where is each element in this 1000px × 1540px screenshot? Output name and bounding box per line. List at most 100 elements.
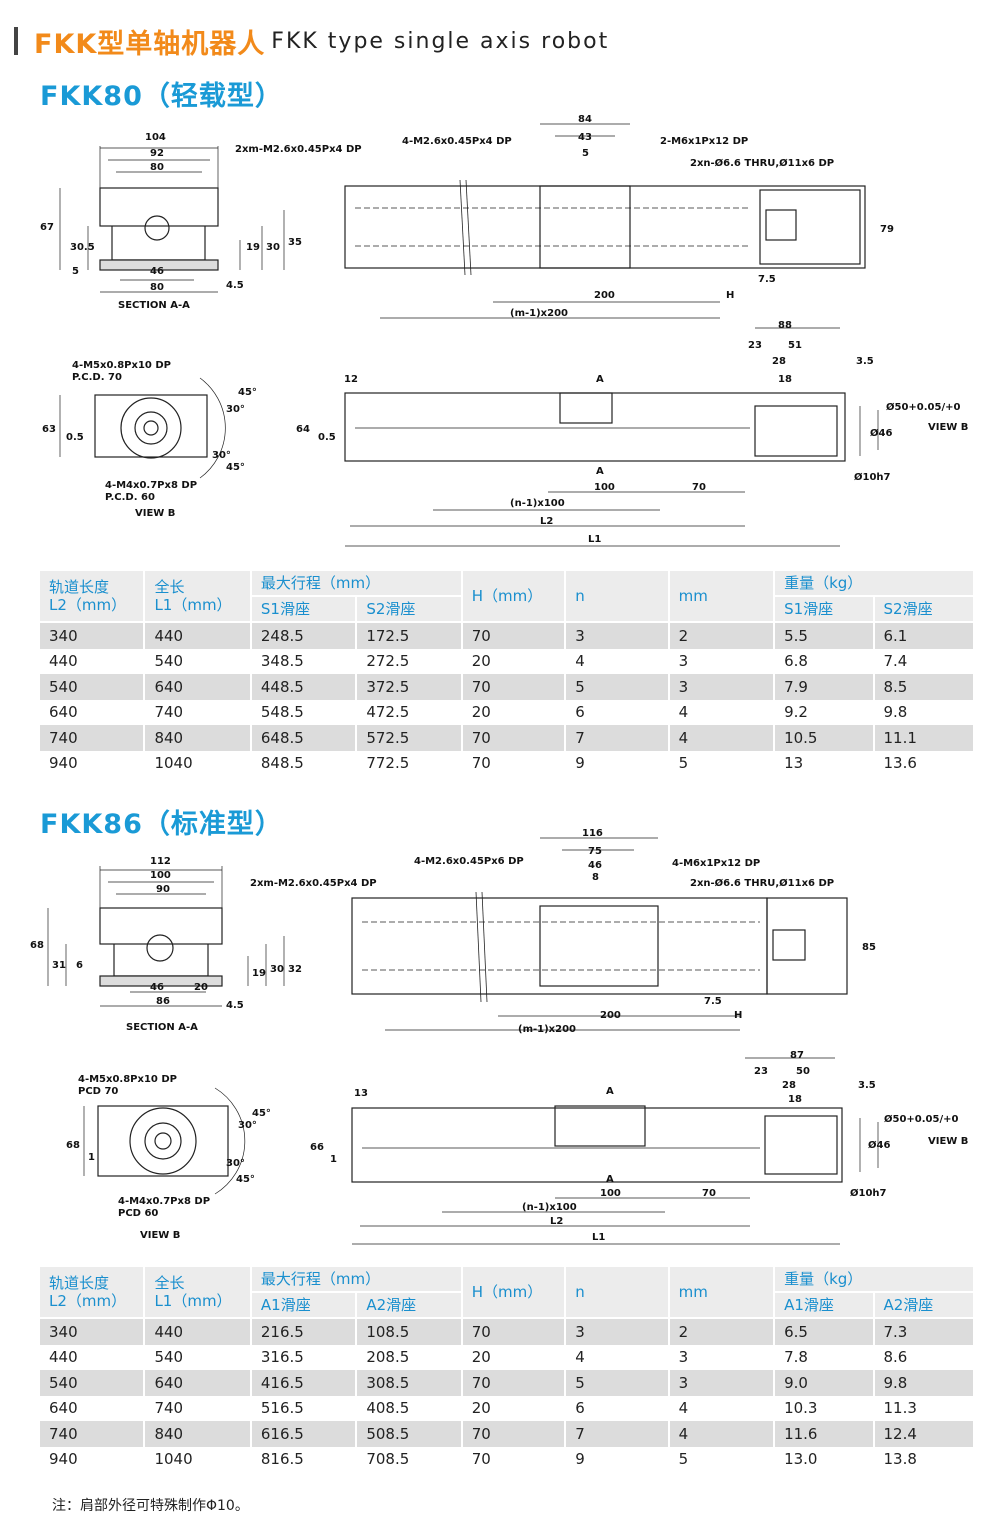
- table-cell: 11.3: [872, 1395, 975, 1421]
- fkk80-dim-0-5b: 0.5: [318, 432, 336, 443]
- table-cell: 7.3: [872, 1318, 975, 1345]
- table-cell: 640: [37, 699, 146, 725]
- fkk80-dim-4-5: 4.5: [226, 280, 244, 291]
- fkk86-dim-3-5: 3.5: [858, 1080, 876, 1091]
- table-cell: 8.5: [872, 674, 975, 700]
- table-cell: 13: [773, 750, 875, 776]
- table-cell: 508.5: [355, 1421, 463, 1447]
- table-cell: 708.5: [355, 1446, 463, 1472]
- fkk80-dim-84: 84: [578, 114, 592, 125]
- table-cell: 11.1: [872, 725, 975, 751]
- fkk86-dim-30a: 30°: [238, 1120, 257, 1131]
- fkk80-dim-5b: 5: [582, 148, 589, 159]
- fkk80-th-stroke-s1: S1滑座: [249, 595, 358, 623]
- fkk80-motor-flange: [759, 189, 861, 265]
- fkk86-th-stroke-a1: A1滑座: [249, 1291, 358, 1319]
- fkk80-th-stroke-s2: S2滑座: [355, 595, 463, 623]
- table-cell: 7.8: [773, 1344, 875, 1370]
- fkk80-dim-67: 67: [40, 222, 54, 233]
- page-header: FKK型单轴机器人 FKK type single axis robot: [14, 24, 609, 60]
- fkk80-dim-43: 43: [578, 132, 592, 143]
- fkk80-top-view: [344, 185, 866, 269]
- table-cell: 316.5: [249, 1344, 358, 1370]
- fkk80-dim-d46: Ø46: [870, 427, 892, 439]
- fkk86-top-view: [351, 897, 768, 995]
- fkk80-drawing-svg: 104 92 80 67 30.5 19 30 35 5 46 80 4.5 S…: [40, 114, 968, 547]
- fkk86-dim-85: 85: [862, 942, 876, 953]
- fkk80-dim-18: 18: [778, 374, 792, 385]
- table-cell: 1040: [143, 750, 252, 776]
- fkk80-dim-12: 12: [344, 374, 358, 385]
- table-cell: 4: [667, 699, 776, 725]
- fkk86-dim-19: 19: [252, 968, 266, 979]
- fkk86-motor-flange: [766, 897, 848, 995]
- fkk86-dim-l2: L2: [550, 1216, 563, 1227]
- fkk80-top-slider: [539, 185, 631, 269]
- table-cell: 408.5: [355, 1395, 463, 1421]
- table-cell: 648.5: [249, 725, 358, 751]
- fkk80-note-5: 4-M5x0.8Px10 DP: [72, 360, 171, 371]
- fkk86-note-6: PCD 70: [78, 1086, 118, 1097]
- table-cell: 2: [667, 1318, 776, 1345]
- fkk86-dim-d10: Ø10h7: [850, 1187, 887, 1199]
- fkk80-dim-64: 64: [296, 424, 310, 435]
- table-cell: 3: [667, 674, 776, 700]
- table-cell: 20: [460, 1344, 567, 1370]
- fkk86-section-base: [99, 975, 223, 987]
- table-cell: 216.5: [249, 1318, 358, 1345]
- fkk80-dim-a-bot: A: [596, 466, 604, 477]
- fkk86-note-3: 4-M6x1Px12 DP: [672, 858, 760, 869]
- table-cell: 20: [460, 648, 567, 674]
- fkk80-dim-28: 28: [772, 356, 786, 367]
- table-cell: 9.0: [773, 1370, 875, 1396]
- fkk86-dim-50: 50: [796, 1066, 810, 1077]
- footnote: 注：肩部外径可特殊制作Φ10。: [52, 1498, 249, 1514]
- table-cell: 5: [667, 750, 776, 776]
- table-cell: 340: [37, 622, 146, 649]
- fkk86-th-stroke: 最大行程（mm）: [249, 1265, 463, 1293]
- fkk80-dim-5: 5: [72, 266, 79, 277]
- fkk80-note-8: P.C.D. 60: [105, 492, 155, 503]
- fkk80-section-label: SECTION A-A: [118, 300, 190, 311]
- table-cell: 4: [564, 648, 670, 674]
- table-cell: 740: [143, 699, 252, 725]
- fkk80-dim-70: 70: [692, 482, 706, 493]
- table-cell: 616.5: [249, 1421, 358, 1447]
- fkk86-dim-87: 87: [790, 1050, 804, 1061]
- fkk86-motor-shaft: [772, 929, 806, 961]
- fkk80-dim-63: 63: [42, 424, 56, 435]
- table-cell: 840: [143, 1421, 252, 1447]
- table-cell: 740: [37, 725, 146, 751]
- fkk86-section-bore: [146, 934, 174, 962]
- fkk80-dim-92: 92: [150, 148, 164, 159]
- table-cell: 70: [460, 1421, 567, 1447]
- table-cell: 11.6: [773, 1421, 875, 1447]
- fkk86-th-h: H（mm）: [460, 1265, 567, 1319]
- table-cell: 772.5: [355, 750, 463, 776]
- table-cell: 7.9: [773, 674, 875, 700]
- fkk80-view-b-bore: [134, 411, 168, 445]
- table-cell: 740: [143, 1395, 252, 1421]
- fkk86-dim-100: 100: [150, 870, 171, 881]
- table-cell: 3: [667, 648, 776, 674]
- table-cell: 9.2: [773, 699, 875, 725]
- fkk80-dim-m-200: (m-1)x200: [510, 308, 568, 319]
- fkk80-th-mm: mm: [667, 569, 776, 623]
- fkk80-dim-l1: L1: [588, 534, 601, 545]
- table-cell: 540: [143, 648, 252, 674]
- table-cell: 472.5: [355, 699, 463, 725]
- fkk86-th-weight-a2: A2滑座: [872, 1291, 975, 1319]
- fkk80-note-7: 4-M4x0.7Px8 DP: [105, 480, 197, 491]
- fkk86-section-body: [113, 944, 209, 977]
- table-cell: 548.5: [249, 699, 358, 725]
- fkk80-dim-45a: 45°: [238, 387, 257, 398]
- fkk86-dim-31: 31: [52, 960, 66, 971]
- table-cell: 5: [564, 1370, 670, 1396]
- table-cell: 440: [37, 648, 146, 674]
- table-cell: 572.5: [355, 725, 463, 751]
